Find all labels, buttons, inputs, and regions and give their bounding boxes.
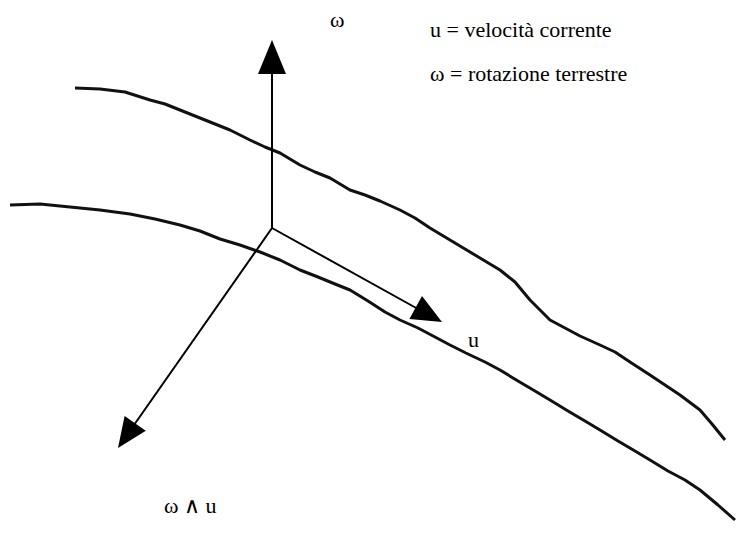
text-label: u = velocità corrente [428, 18, 614, 42]
arrow-head [409, 296, 442, 322]
arrow-head [258, 40, 286, 74]
omega-arrow [271, 70, 273, 228]
text-label: ω [328, 8, 346, 32]
velocity-arrow [272, 228, 418, 309]
arrow-head [118, 416, 146, 448]
coriolis-arrow [134, 228, 272, 425]
text-label: u [466, 328, 481, 352]
text-label: ω ∧ u [162, 494, 218, 518]
river-bank [75, 88, 725, 440]
text-label: ω = rotazione terrestre [428, 62, 629, 86]
river-bank [10, 204, 735, 520]
